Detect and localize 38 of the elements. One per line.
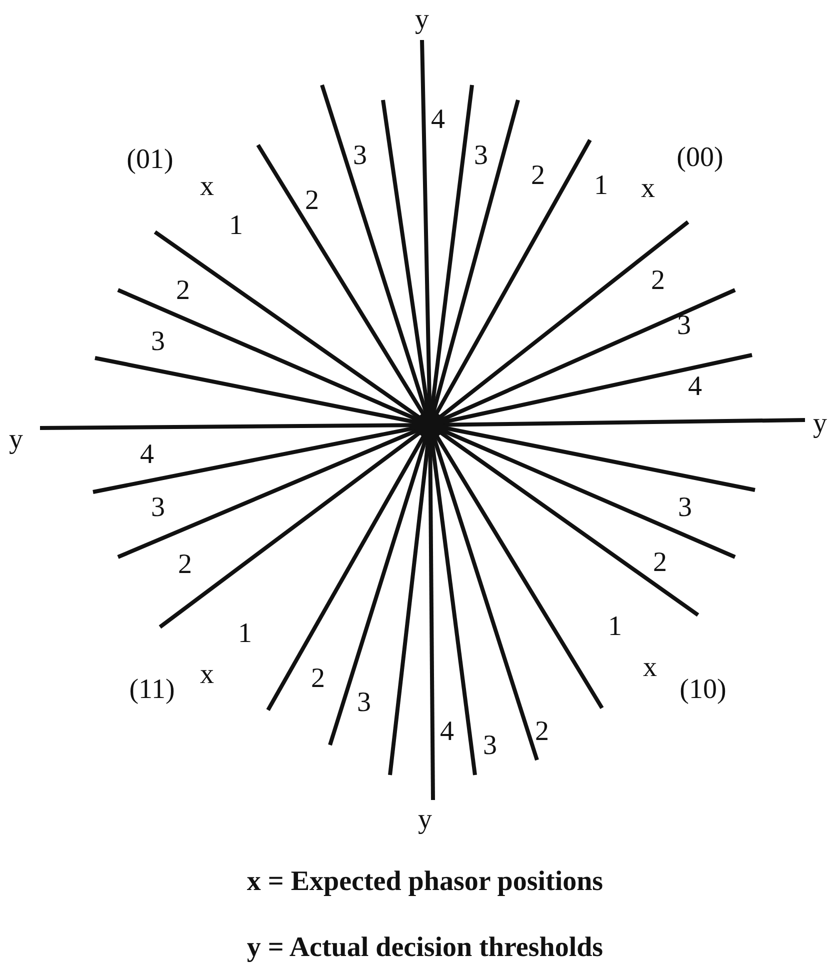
symbol-label: (01) [126,145,174,175]
region-number: 2 [653,548,667,578]
region-number: 2 [651,266,665,296]
symbol-label: (10) [680,675,726,705]
region-number: 4 [440,717,454,747]
region-number: 3 [677,311,691,341]
axis-label: y [418,805,432,835]
point-marker: x [643,653,657,683]
legend-text: y = Actual decision thresholds [246,933,604,963]
region-number: 3 [353,141,367,171]
region-number: 4 [140,440,154,470]
axis-label: y [9,425,23,455]
region-number: 1 [229,211,243,241]
region-number: 4 [688,372,702,402]
region-number: 3 [474,141,488,171]
region-number: 2 [535,717,549,747]
region-number: 3 [151,493,165,523]
region-number: 3 [678,493,692,523]
axis-label: y [415,5,429,35]
region-number: 3 [151,327,165,357]
region-number: 2 [531,161,545,191]
region-number: 2 [178,550,192,580]
point-marker: x [200,172,214,202]
region-number: 2 [311,664,325,694]
region-number: 3 [483,731,497,761]
region-number: 1 [594,171,608,201]
point-marker: x [200,660,214,690]
region-number: 2 [305,186,319,216]
region-number: 2 [176,276,190,306]
region-number: 1 [608,612,622,642]
region-number: 3 [357,688,371,718]
symbol-label: (00) [676,143,724,173]
symbol-label: (11) [129,675,175,705]
point-marker: x [641,174,655,204]
region-number: 1 [238,619,252,649]
axis-label: y [813,409,827,439]
region-number: 4 [431,105,445,135]
legend-text: x = Expected phasor positions [246,867,604,897]
